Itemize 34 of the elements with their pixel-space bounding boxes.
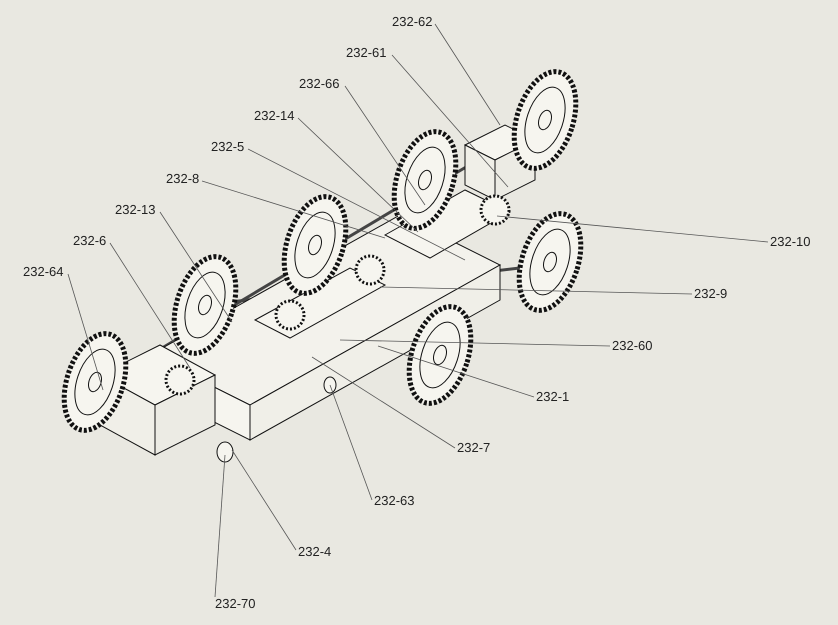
callout-number: 232-6 bbox=[73, 233, 106, 249]
leader-line bbox=[248, 148, 466, 260]
leader-line bbox=[330, 384, 372, 500]
callout-number: 232-63 bbox=[374, 493, 414, 509]
leader-line bbox=[340, 340, 610, 346]
callout-number: 232-70 bbox=[215, 596, 256, 612]
leader-line bbox=[380, 286, 692, 294]
callout-number: 232-13 bbox=[115, 202, 156, 218]
leader-line bbox=[160, 212, 232, 322]
leader-line bbox=[312, 356, 456, 448]
leader-line bbox=[202, 180, 386, 238]
leader-line bbox=[214, 454, 226, 598]
callout-number: 232-61 bbox=[346, 45, 386, 61]
callout-number: 232-4 bbox=[298, 544, 332, 560]
leader-line bbox=[110, 242, 190, 368]
callout-number: 232-64 bbox=[23, 264, 64, 280]
leader-line bbox=[434, 24, 500, 126]
callout-number: 232-14 bbox=[254, 108, 294, 124]
callout-number: 232-60 bbox=[612, 338, 652, 354]
callout-number: 232-7 bbox=[457, 440, 490, 456]
leader-line bbox=[298, 118, 418, 232]
callout-number: 232-66 bbox=[299, 76, 340, 92]
leader-line bbox=[378, 346, 534, 398]
leader-line bbox=[232, 450, 296, 550]
callout-number: 232-8 bbox=[166, 171, 200, 187]
leader-line bbox=[68, 274, 104, 390]
callout-number: 232-10 bbox=[770, 234, 810, 250]
callout-number: 232-9 bbox=[694, 286, 728, 302]
callout-number: 232-1 bbox=[536, 389, 570, 405]
leader-line bbox=[344, 86, 426, 206]
callout-number: 232-62 bbox=[392, 14, 432, 30]
leader-line bbox=[392, 54, 508, 188]
leader-line bbox=[496, 216, 768, 242]
callout-number: 232-5 bbox=[211, 139, 244, 155]
